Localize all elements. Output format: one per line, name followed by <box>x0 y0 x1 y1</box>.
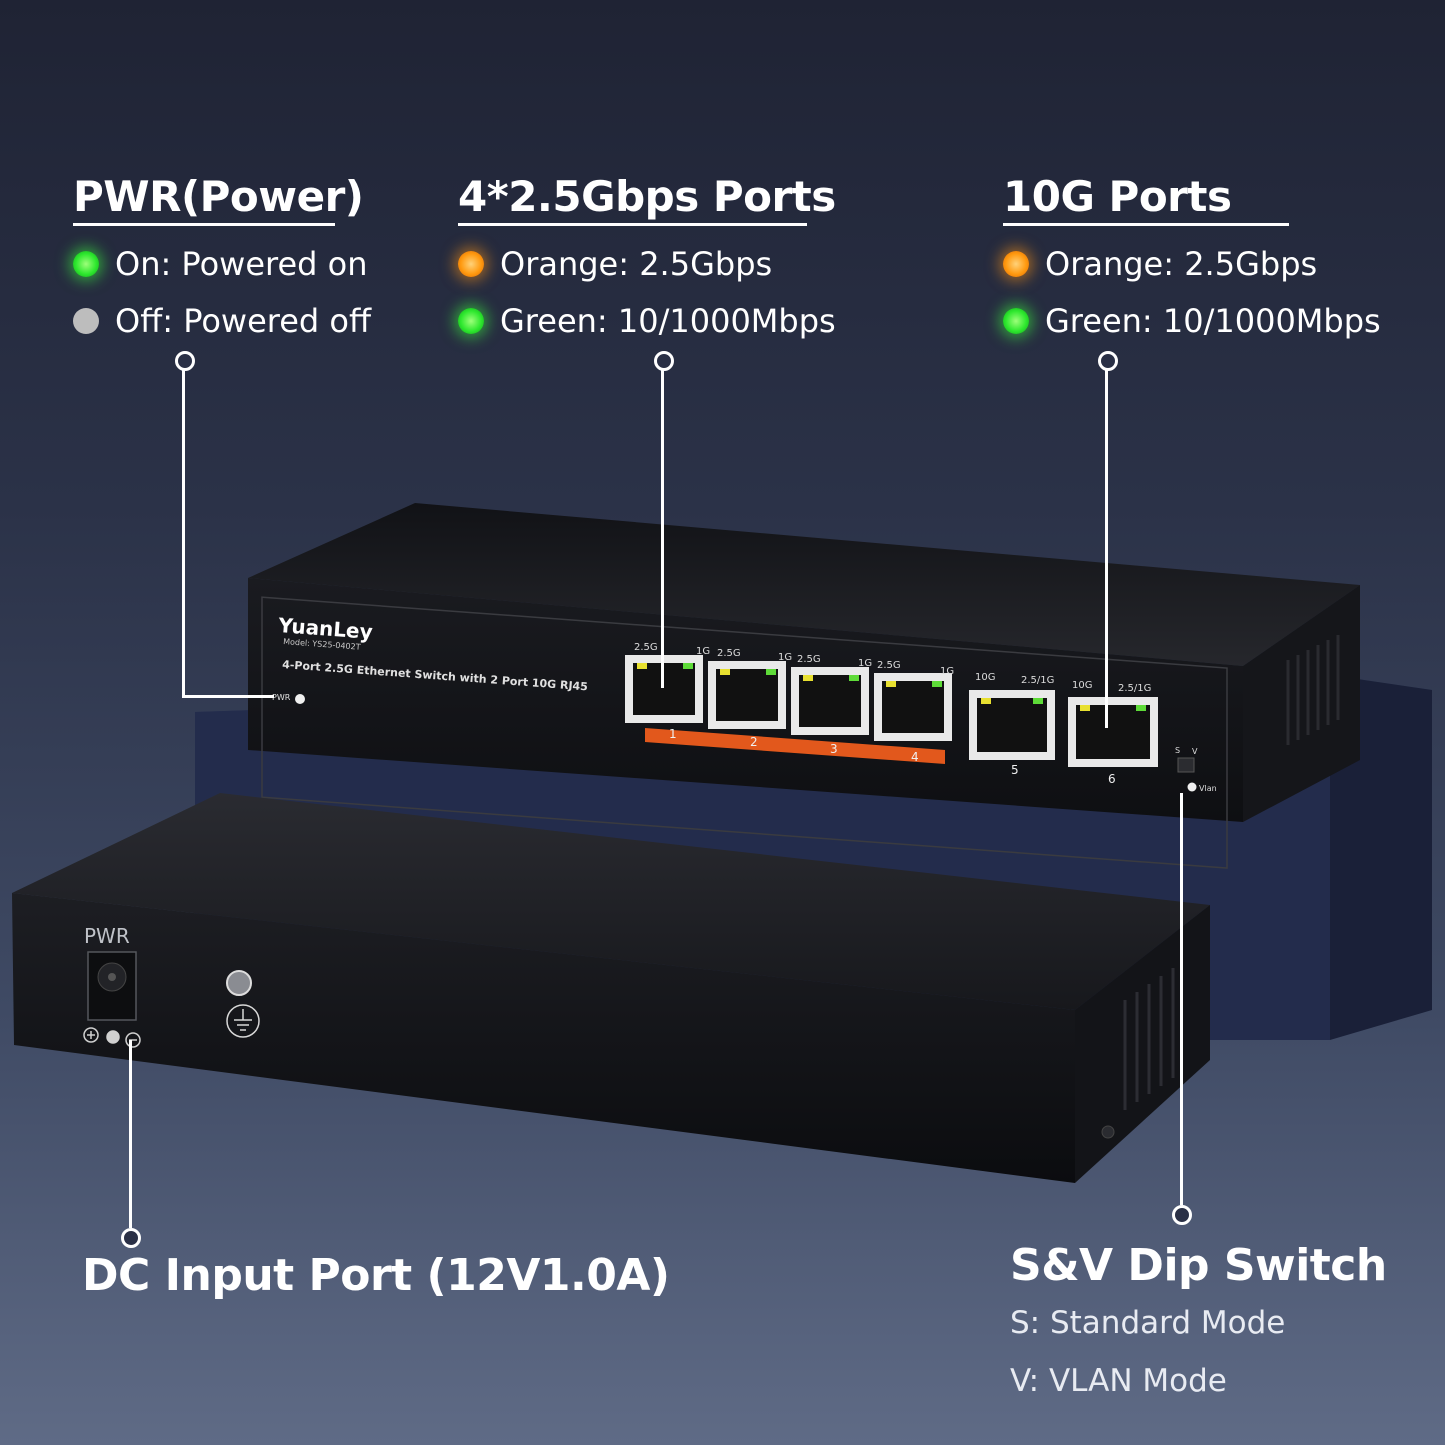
polarity-icon <box>83 1027 141 1048</box>
port-speed-label: 10G <box>1072 680 1092 691</box>
dip-s-label: S <box>1175 746 1180 755</box>
dip-v-label: V <box>1192 747 1198 756</box>
port-speed-label: 1G <box>778 652 792 663</box>
ports-25g-heading: 4*2.5Gbps Ports <box>458 172 836 221</box>
ports-2-5g <box>625 655 952 764</box>
ports-25g-green-label: Green: 10/1000Mbps <box>500 302 836 340</box>
port-number: 1 <box>669 727 677 741</box>
dip-leader <box>1180 793 1183 1205</box>
port-speed-label: 2.5G <box>717 648 741 659</box>
rear-switch: PWR <box>12 793 1210 1183</box>
pwr-heading: PWR(Power) <box>73 172 364 221</box>
pwr-leader-vertical <box>182 368 185 698</box>
port-number: 2 <box>750 735 758 749</box>
dip-switch-title: S&V Dip Switch <box>1010 1240 1387 1291</box>
port-speed-label: 1G <box>940 666 954 677</box>
ports-10g-heading: 10G Ports <box>1003 172 1232 221</box>
ports-10g-heading-underline <box>1003 223 1289 226</box>
pwr-off-row: Off: Powered off <box>73 302 371 340</box>
green-led-icon <box>458 308 484 334</box>
front-pwr-label: PWR <box>272 693 291 702</box>
port-speed-label: 2.5/1G <box>1021 675 1054 686</box>
ports-10g-green-label: Green: 10/1000Mbps <box>1045 302 1381 340</box>
front-pwr-led <box>295 694 305 704</box>
ground-symbol-icon <box>226 1004 260 1038</box>
port-number: 3 <box>830 742 838 756</box>
dip-v-mode-label: V: VLAN Mode <box>1010 1363 1227 1399</box>
pwr-leader-horizontal <box>182 695 274 698</box>
port-speed-label: 2.5/1G <box>1118 683 1151 694</box>
port-number: 5 <box>1011 763 1019 777</box>
dip-pin <box>1172 1205 1192 1225</box>
dc-jack <box>87 951 137 1021</box>
ports-10g-pin <box>1098 351 1118 371</box>
front-switch: YuanLey Model: YS25-0402T 4-Port 2.5G Et… <box>248 503 1360 869</box>
port-number: 4 <box>911 750 919 764</box>
ports-25g-pin <box>654 351 674 371</box>
port-speed-label: 2.5G <box>797 654 821 665</box>
port-number: 6 <box>1108 772 1116 786</box>
port-speed-label: 2.5G <box>877 660 901 671</box>
pwr-pin <box>175 351 195 371</box>
port-speed-label: 2.5G <box>634 642 658 653</box>
orange-led-icon <box>1003 251 1029 277</box>
dip-switch[interactable] <box>1177 757 1195 773</box>
ports-25g-orange-row: Orange: 2.5Gbps <box>458 245 772 283</box>
ports-10g <box>969 690 1158 767</box>
vlan-led <box>1187 782 1197 792</box>
port-speed-label: 10G <box>975 672 995 683</box>
port-speed-label: 1G <box>858 658 872 669</box>
ports-10g-green-row: Green: 10/1000Mbps <box>1003 302 1381 340</box>
dip-s-mode-label: S: Standard Mode <box>1010 1305 1286 1341</box>
pwr-off-label: Off: Powered off <box>115 302 372 340</box>
dc-input-title: DC Input Port (12V1.0A) <box>82 1250 670 1301</box>
green-led-icon <box>73 251 99 277</box>
vlan-label: Vlan <box>1199 784 1217 793</box>
ports-10g-leader <box>1105 368 1108 728</box>
dc-pin <box>121 1228 141 1248</box>
rear-pwr-label: PWR <box>84 924 130 948</box>
ports-25g-heading-underline <box>458 223 807 226</box>
gray-led-icon <box>73 308 99 334</box>
port-speed-label: 1G <box>696 646 710 657</box>
pwr-on-row: On: Powered on <box>73 245 368 283</box>
pwr-on-label: On: Powered on <box>115 245 368 283</box>
orange-led-icon <box>458 251 484 277</box>
green-led-icon <box>1003 308 1029 334</box>
port-stripe <box>645 728 945 764</box>
ground-screw-icon <box>226 970 252 996</box>
ports-25g-green-row: Green: 10/1000Mbps <box>458 302 836 340</box>
ports-10g-orange-label: Orange: 2.5Gbps <box>1045 245 1318 283</box>
ports-10g-orange-row: Orange: 2.5Gbps <box>1003 245 1317 283</box>
pwr-heading-underline <box>73 223 335 226</box>
ports-25g-leader <box>661 368 664 688</box>
dc-leader <box>129 1040 132 1228</box>
ports-25g-orange-label: Orange: 2.5Gbps <box>500 245 773 283</box>
